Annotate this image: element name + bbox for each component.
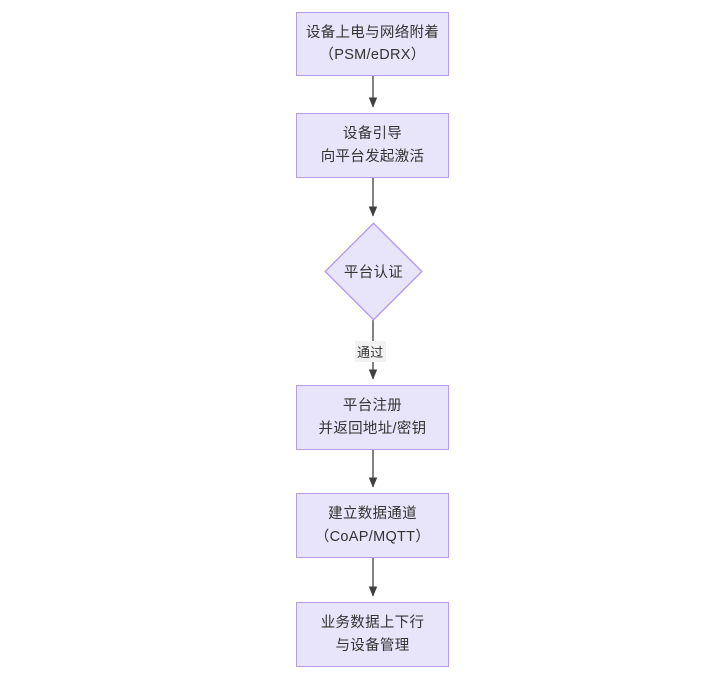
node-platform-auth-label: 平台认证 (343, 265, 404, 281)
node-data-channel[interactable]: 建立数据通道 （CoAP/MQTT） (296, 493, 449, 558)
node-business-data[interactable]: 业务数据上下行 与设备管理 (296, 602, 449, 667)
node-bootstrap[interactable]: 设备引导 向平台发起激活 (296, 113, 449, 178)
node-platform-register-line2: 并返回地址/密钥 (318, 420, 427, 437)
node-power-on-line1: 设备上电与网络附着 (305, 24, 440, 41)
node-power-on-line2: （PSM/eDRX） (319, 47, 426, 63)
node-platform-register-line1: 平台注册 (342, 398, 403, 415)
node-data-channel-line2: （CoAP/MQTT） (314, 528, 431, 545)
node-platform-auth[interactable]: 平台认证 (324, 222, 423, 321)
node-business-data-line2: 与设备管理 (335, 637, 410, 654)
node-platform-register[interactable]: 平台注册 并返回地址/密钥 (296, 385, 449, 450)
node-bootstrap-line1: 设备引导 (342, 126, 403, 143)
node-data-channel-line1: 建立数据通道 (328, 506, 417, 523)
node-power-on[interactable]: 设备上电与网络附着 （PSM/eDRX） (296, 12, 449, 76)
diamond-shape-icon (324, 222, 423, 321)
node-bootstrap-line2: 向平台发起激活 (320, 148, 425, 165)
node-business-data-line1: 业务数据上下行 (320, 615, 425, 632)
edge-label-pass: 通过 (355, 341, 386, 362)
